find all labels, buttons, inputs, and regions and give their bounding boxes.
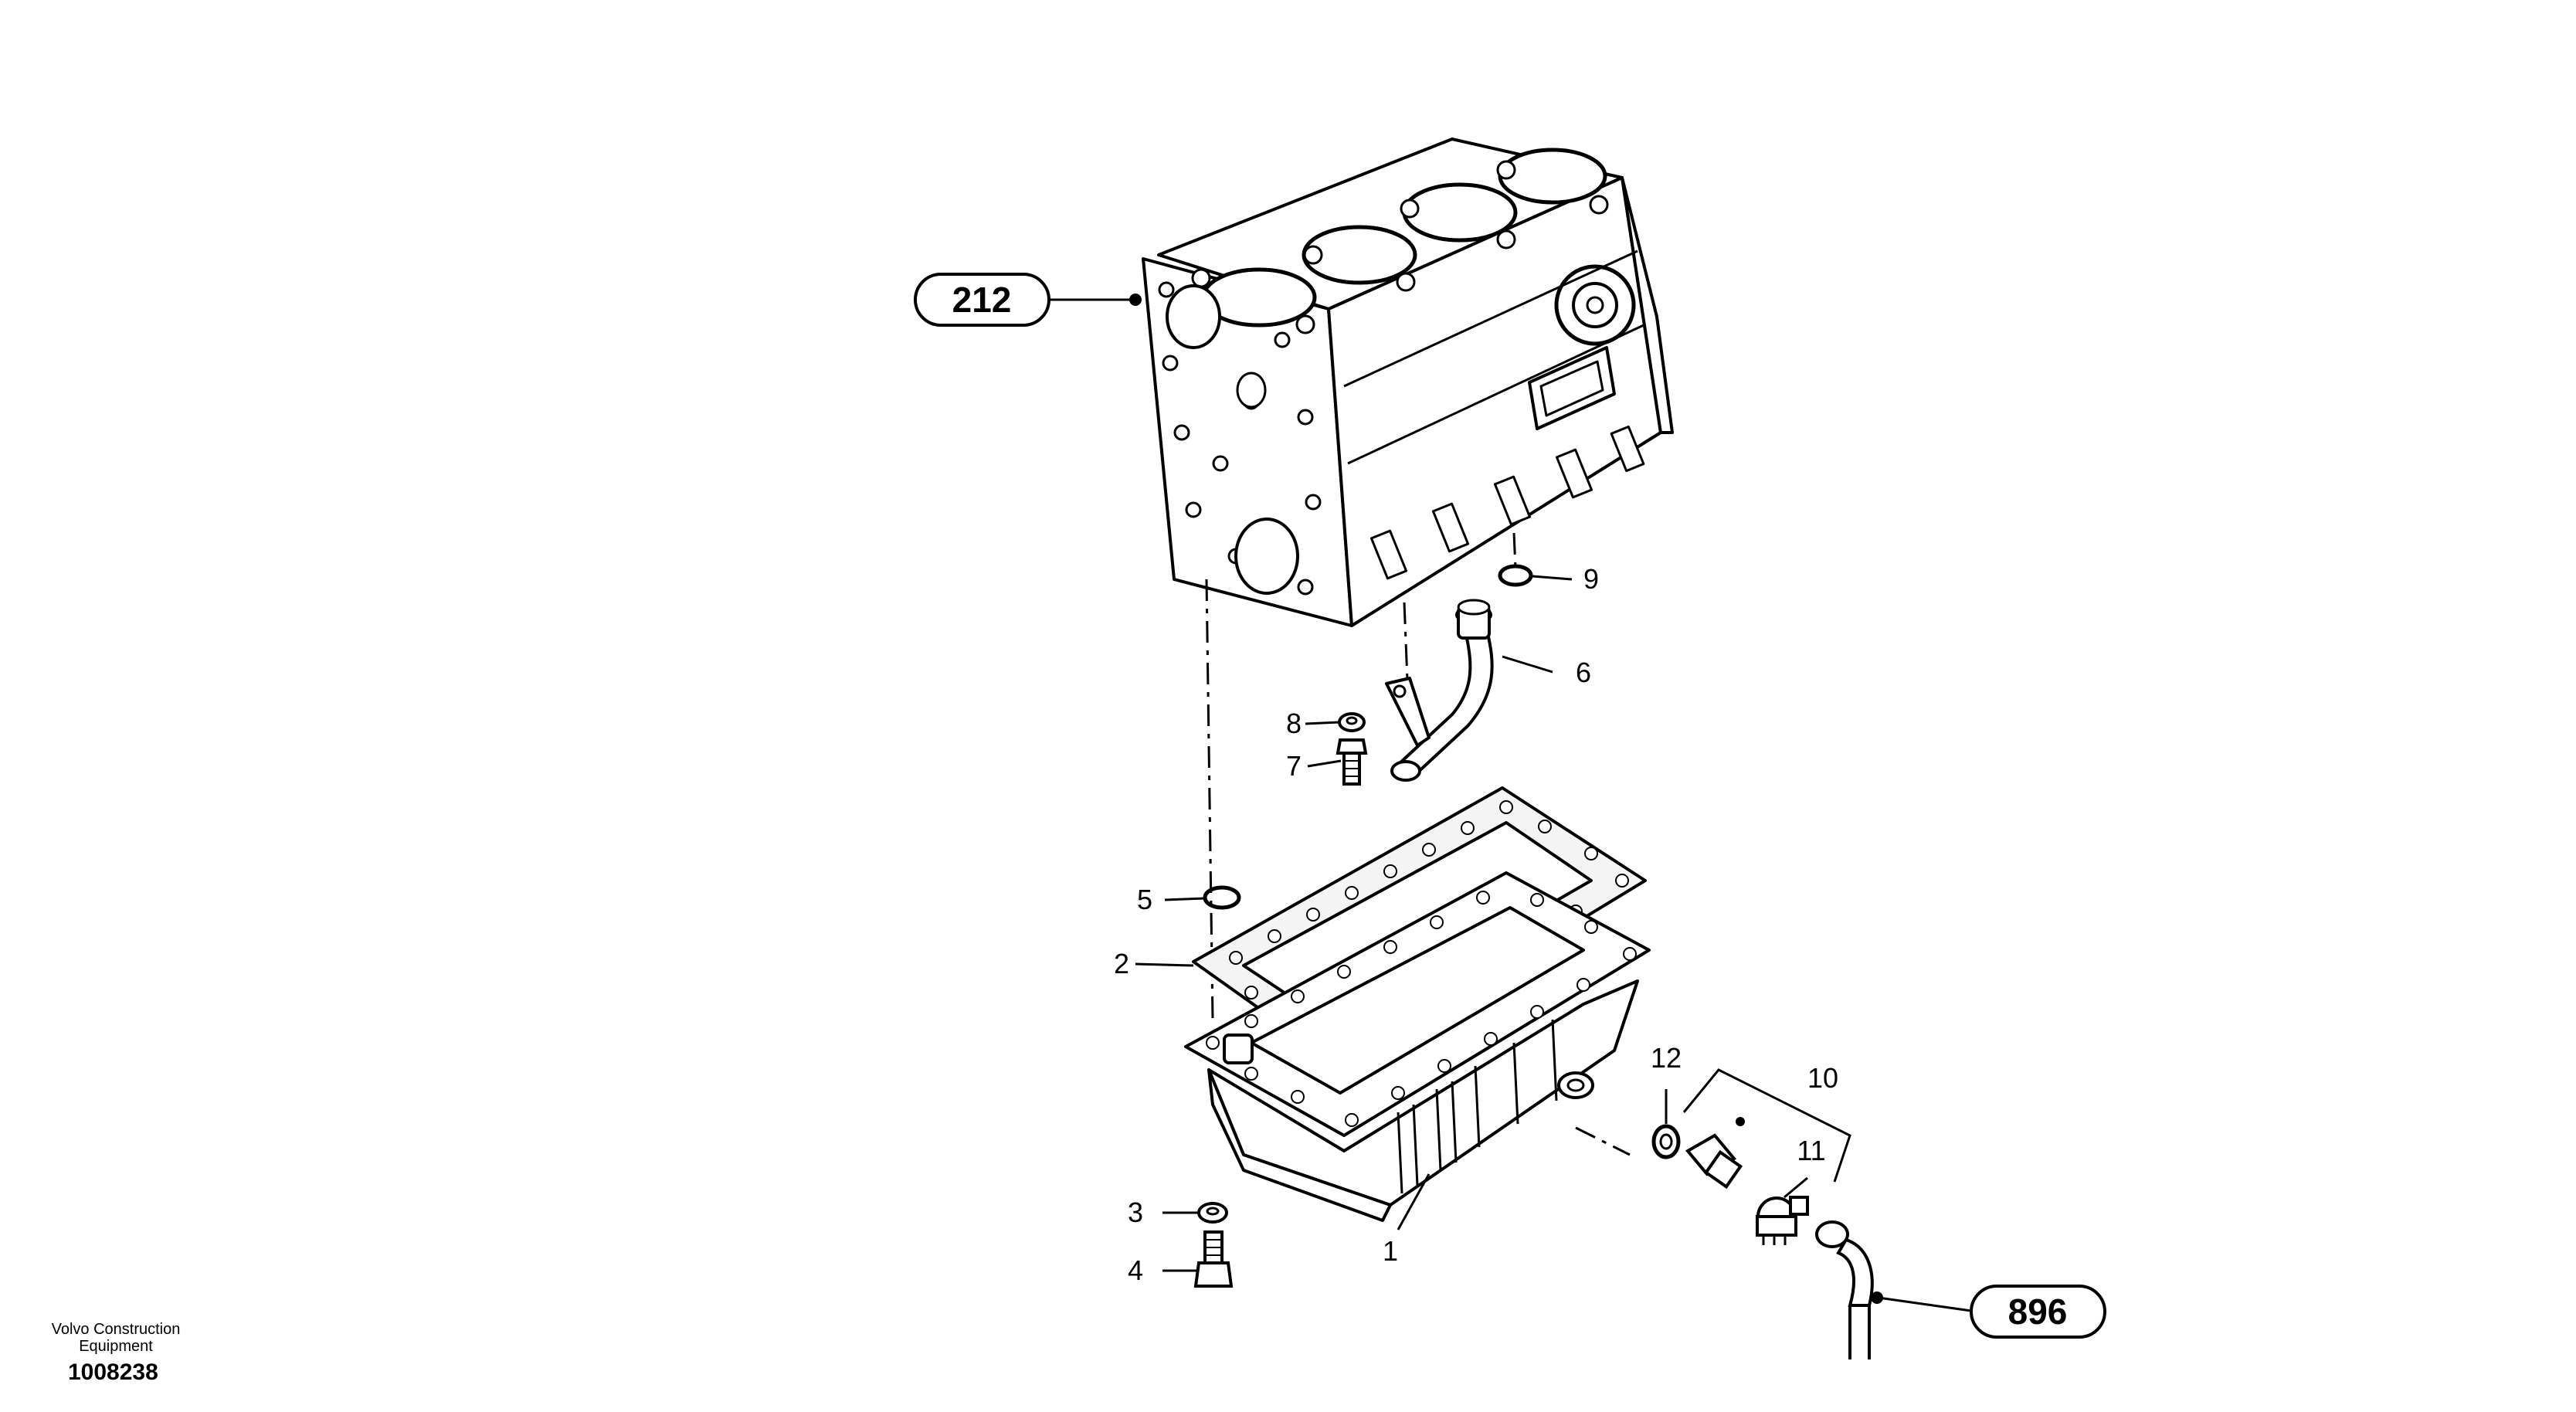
reference-bubble-hose[interactable]: 896: [1970, 1285, 2106, 1339]
alignment-lines: [1205, 532, 1631, 1156]
callout-10: 10: [1807, 1062, 1838, 1094]
callout-5: 5: [1137, 884, 1152, 915]
o-ring-pipe: [1498, 564, 1533, 587]
brand-line-1: Volvo Construction: [51, 1321, 181, 1338]
callout-12: 12: [1651, 1042, 1682, 1074]
kit-marker-dot: [1736, 1117, 1745, 1126]
kit-bracket: [1682, 1068, 1851, 1183]
sensor-adapter: [1685, 1133, 1743, 1190]
callout-11: 11: [1797, 1135, 1825, 1166]
bolt-7: [1336, 738, 1368, 786]
oil-pan: [1184, 871, 1651, 1222]
callout-1: 1: [1383, 1235, 1398, 1267]
document-number: 1008238: [68, 1359, 158, 1385]
suction-pipe: [1385, 599, 1494, 782]
brand-line-2: Equipment: [79, 1338, 153, 1355]
reference-block-label: 212: [952, 280, 1012, 320]
callout-3: 3: [1128, 1196, 1143, 1228]
callout-7: 7: [1286, 750, 1302, 782]
reference-hose-label: 896: [2008, 1292, 2068, 1332]
sensor-11: [1756, 1196, 1809, 1245]
washer-3: [1197, 1202, 1228, 1224]
seal-ring-12: [1651, 1124, 1681, 1159]
callout-4: 4: [1128, 1254, 1143, 1286]
callout-2: 2: [1114, 948, 1129, 979]
hose-leader-dot: [1871, 1292, 1883, 1304]
brand-footer: Volvo Construction Equipment: [31, 1321, 201, 1355]
block-leader-dot: [1129, 294, 1142, 306]
o-ring-pan: [1203, 885, 1241, 910]
hose-fitting: [1815, 1220, 1874, 1359]
callout-6: 6: [1576, 657, 1591, 688]
callout-9: 9: [1583, 563, 1599, 595]
washer-8: [1338, 712, 1366, 732]
callout-8: 8: [1286, 708, 1302, 739]
leader-lines: [1049, 298, 1972, 1312]
engine-block: [1142, 137, 1674, 627]
drain-bolt-4: [1193, 1230, 1234, 1288]
reference-bubble-block[interactable]: 212: [914, 273, 1050, 327]
